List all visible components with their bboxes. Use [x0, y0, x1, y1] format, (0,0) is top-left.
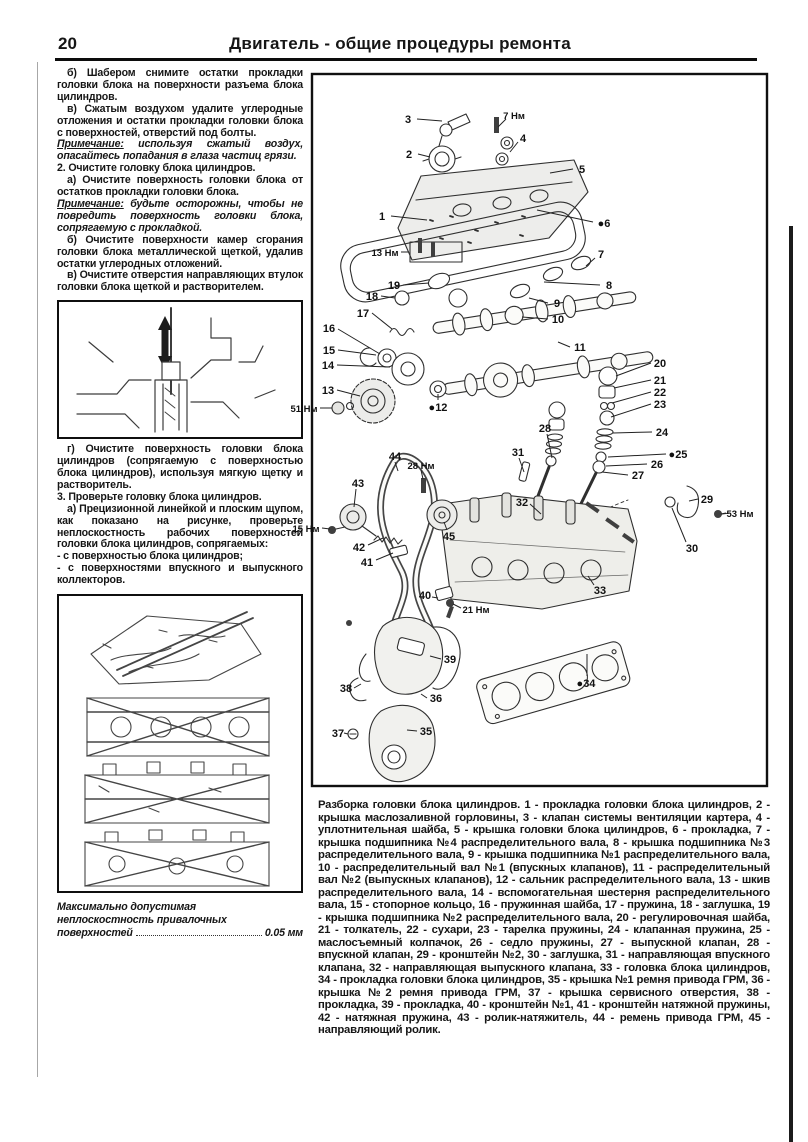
callout-12: ●12: [429, 402, 448, 414]
callout-36: 36: [430, 693, 442, 705]
callout-37: 37: [332, 728, 344, 740]
callout-33: 33: [594, 585, 606, 597]
callout-18: 18: [366, 291, 378, 303]
instruction-item: а) Очистите поверхность головки блока от…: [57, 174, 303, 199]
instruction-item: в) Сжатым воздухом удалите углеродные от…: [57, 102, 303, 139]
instruction-item: - с поверхностями впускного и выпускного…: [57, 562, 303, 587]
callout-41: 41: [361, 557, 373, 569]
callout-7: 7: [598, 249, 604, 261]
callout-13: 13: [322, 385, 334, 397]
callout-31: 31: [512, 447, 524, 459]
torque-label: 28 Нм: [407, 461, 434, 472]
figure-caption: Разборка головки блока цилиндров. 1 - пр…: [318, 799, 770, 1036]
callout-8: 8: [606, 280, 612, 292]
torque-label: 13 Нм: [371, 248, 398, 259]
callout-21: 21: [654, 375, 666, 387]
callout-29: 29: [701, 494, 713, 506]
spec-label: поверхностей: [57, 927, 133, 940]
exploded-diagram-art: 12345●67891011●1213141516171819202122232…: [290, 72, 769, 788]
callout-11: 11: [574, 342, 586, 354]
callout-44: 44: [389, 451, 402, 463]
instruction-item: б) Очистите поверхности камер сгорания г…: [57, 233, 303, 270]
torque-label: 21 Нм: [462, 605, 489, 616]
callout-30: 30: [686, 543, 698, 555]
callout-35: 35: [420, 726, 432, 738]
diagram-callouts: 12345●67891011●1213141516171819202122232…: [290, 111, 753, 740]
spec-dot-leader: [135, 935, 262, 937]
instruction-item: - с поверхностью блока цилиндров;: [57, 550, 243, 563]
callout-1: 1: [379, 211, 385, 223]
page-title: Двигатель - общие процедуры ремонта: [229, 34, 571, 53]
note-label: Примечание:: [57, 197, 124, 210]
torque-label: 51 Нм: [290, 404, 317, 415]
instruction-item: Примечание: будьте осторожны, чтобы не п…: [57, 197, 303, 234]
callout-40: 40: [419, 590, 431, 602]
callout-17: 17: [357, 308, 369, 320]
callout-10: 10: [552, 314, 564, 326]
callout-28: 28: [539, 423, 551, 435]
valve-guide-cleaning-art: [76, 307, 276, 433]
scan-edge-artifact: [789, 226, 793, 1142]
callout-5: 5: [579, 164, 585, 176]
spec-value: 0.05 мм: [264, 927, 303, 940]
instruction-item: г) Очистите поверхность головки блока ци…: [57, 443, 303, 491]
callout-32: 32: [516, 497, 528, 509]
figure-valve-guide-cleaning: [57, 300, 303, 440]
callout-20: 20: [654, 358, 666, 370]
callout-34: ●34: [577, 678, 597, 690]
figure-head-flatness-check: [57, 594, 303, 894]
instruction-item: а) Прецизионной линейкой и плоским щупом…: [57, 502, 303, 551]
header-rule: [55, 58, 757, 61]
callout-26: 26: [651, 459, 663, 471]
callout-14: 14: [322, 360, 335, 372]
callout-4: 4: [520, 133, 527, 145]
callout-39: 39: [444, 654, 456, 666]
callout-9: 9: [554, 298, 560, 310]
torque-label: 15 Нм: [292, 524, 319, 535]
instruction-list-mid: г) Очистите поверхность головки блока ци…: [57, 443, 303, 587]
torque-label: 53 Нм: [726, 509, 753, 520]
instruction-item: 2. Очистите головку блока цилиндров.: [57, 162, 256, 175]
instructions-column: б) Шабером снимите остатки прокладки гол…: [57, 67, 303, 940]
callout-23: 23: [654, 399, 666, 411]
callout-15: 15: [323, 345, 335, 357]
callout-22: 22: [654, 387, 666, 399]
head-flatness-check-art: [84, 611, 270, 887]
instruction-list-top: б) Шабером снимите остатки прокладки гол…: [57, 67, 303, 294]
callout-42: 42: [353, 542, 365, 554]
spec-line3: поверхностей 0.05 мм: [57, 927, 303, 940]
spec-line1: Максимально допустимая: [57, 901, 196, 914]
instruction-item: в) Очистите отверстия направляющих втуло…: [57, 269, 303, 294]
callout-45: 45: [443, 531, 455, 543]
flatness-spec: Максимально допустимая неплоскостность п…: [57, 901, 303, 940]
callout-27: 27: [632, 470, 644, 482]
page-number: 20: [58, 34, 77, 53]
callout-3: 3: [405, 114, 411, 126]
callout-19: 19: [388, 280, 400, 292]
callout-24: 24: [656, 427, 669, 439]
instruction-item: 3. Проверьте головку блока цилиндров.: [57, 490, 262, 503]
instruction-item: Примечание: используя сжатый воздух, опа…: [57, 138, 303, 163]
callout-6: ●6: [598, 218, 611, 230]
callout-43: 43: [352, 478, 364, 490]
spec-line2: неплоскостность привалочных: [57, 914, 227, 927]
instruction-item: б) Шабером снимите остатки прокладки гол…: [57, 67, 303, 103]
torque-label: 7 Нм: [503, 111, 525, 122]
callout-16: 16: [323, 323, 335, 335]
scan-edge-line: [37, 62, 38, 1077]
callout-2: 2: [406, 149, 412, 161]
callout-25: ●25: [669, 449, 688, 461]
callout-38: 38: [340, 683, 352, 695]
note-label: Примечание:: [57, 138, 124, 151]
